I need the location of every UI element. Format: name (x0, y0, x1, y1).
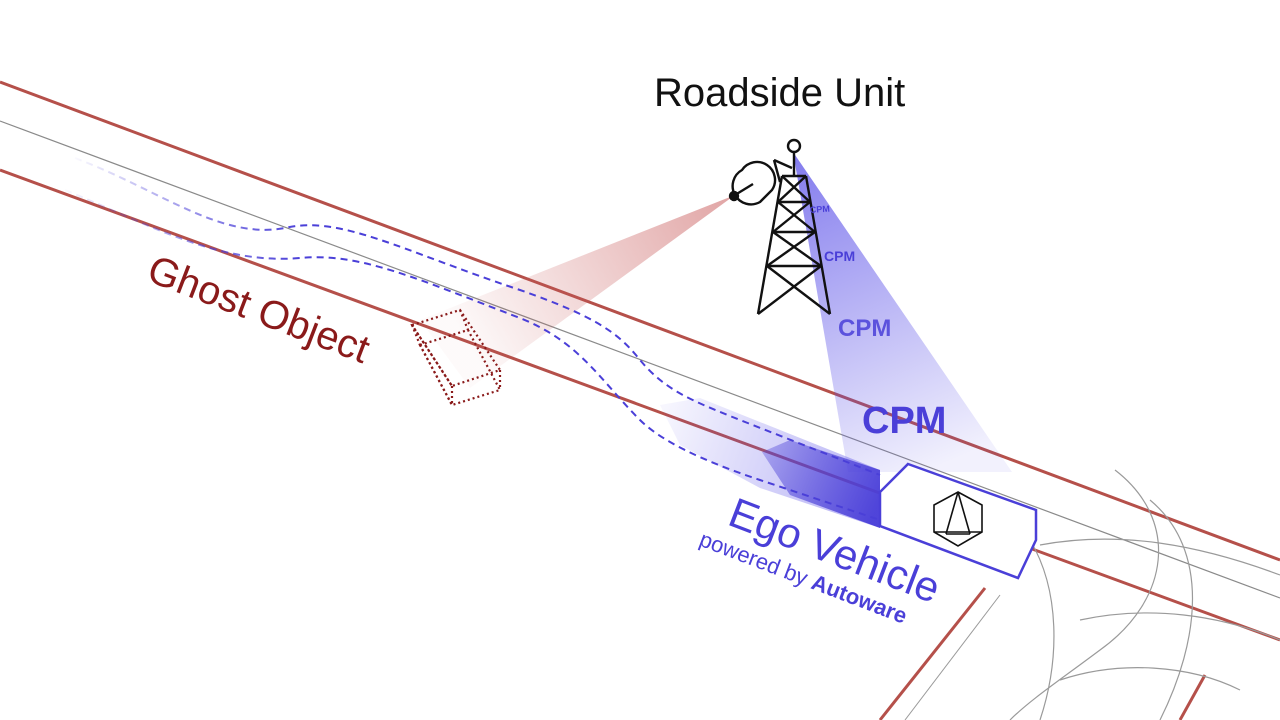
side-road-edge-left (878, 587, 987, 720)
side-road-lane (904, 594, 1001, 720)
ghost-object-box (410, 308, 502, 407)
ego-path-lower (64, 189, 881, 521)
autoware-hexagon-icon (933, 491, 983, 547)
ego-path-upper (74, 157, 881, 476)
ego-vehicle-body (878, 462, 1038, 580)
ego-planned-paths (64, 157, 881, 521)
cpm-label-1: CPM (809, 204, 830, 215)
ego-vehicle (878, 462, 1038, 580)
satellite-dish-icon (728, 160, 777, 206)
roadside-unit-label: Roadside Unit (654, 71, 905, 115)
lane-center-line (0, 120, 1280, 599)
cpm-broadcast-beam (793, 152, 1012, 472)
cpm-label-4: CPM (862, 400, 946, 442)
ego-sensor-coverage-inner (762, 440, 880, 528)
roadside-unit-tower-icon (756, 138, 832, 315)
road-edge-upper (0, 80, 1280, 562)
cpm-label-2: CPM (824, 248, 855, 264)
intersection-guides (1009, 469, 1280, 720)
cpm-label-3: CPM (838, 315, 891, 342)
road (0, 80, 1280, 720)
ghost-detection-beam (420, 195, 735, 388)
side-road-edge-right (1178, 674, 1207, 720)
